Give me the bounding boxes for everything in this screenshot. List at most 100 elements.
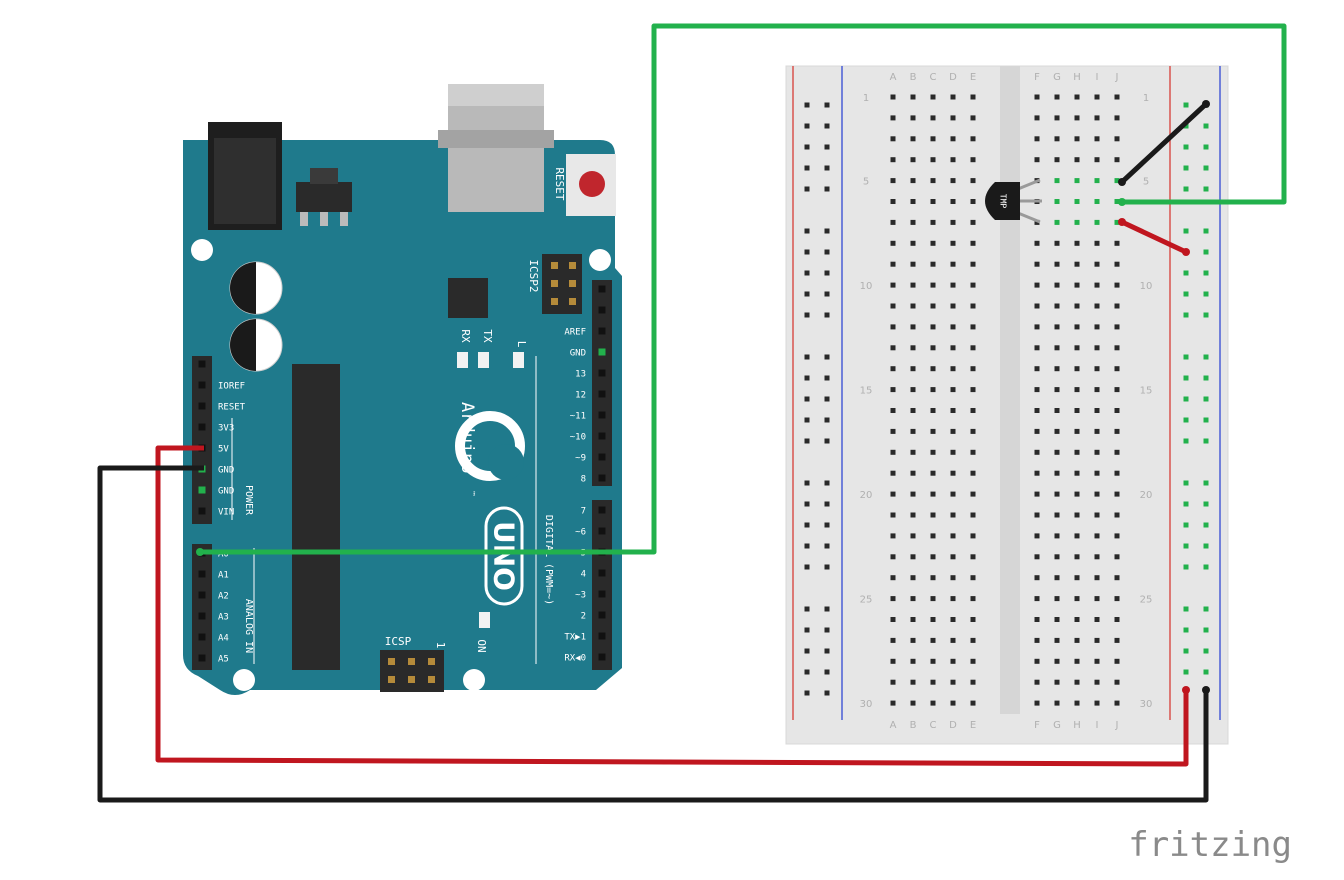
breadboard-hole xyxy=(1094,219,1100,225)
breadboard-hole xyxy=(1094,178,1100,184)
breadboard-hole xyxy=(1114,428,1120,434)
logo-left-loop-cutout xyxy=(488,444,524,480)
rail-hole xyxy=(804,690,810,696)
header-pin xyxy=(598,653,606,661)
breadboard-hole xyxy=(1094,700,1100,706)
breadboard-hole xyxy=(890,366,896,372)
breadboard-hole xyxy=(1034,637,1040,643)
column-label: J xyxy=(1115,720,1119,731)
breadboard-hole xyxy=(1114,345,1120,351)
breadboard-hole xyxy=(1054,199,1060,204)
breadboard-hole xyxy=(950,115,956,121)
breadboard-hole xyxy=(1074,470,1080,476)
rail-hole xyxy=(1203,501,1209,507)
header-pin xyxy=(598,474,606,482)
rail-hole xyxy=(804,480,810,486)
header-pin xyxy=(551,298,558,305)
breadboard-hole xyxy=(1074,240,1080,246)
breadboard-hole xyxy=(1054,428,1060,434)
breadboard-hole xyxy=(930,240,936,246)
breadboard-hole xyxy=(970,512,976,518)
rail-hole xyxy=(1203,249,1209,255)
rail-hole xyxy=(1183,522,1189,528)
breadboard-hole xyxy=(890,554,896,560)
regulator-leg xyxy=(300,212,308,226)
breadboard-hole xyxy=(1054,491,1060,497)
breadboard-hole xyxy=(890,408,896,413)
pin-label: 5V xyxy=(218,445,229,455)
rail-hole xyxy=(824,144,830,150)
breadboard-hole xyxy=(890,282,896,288)
rail-hole xyxy=(804,354,810,360)
column-label: B xyxy=(910,72,917,83)
column-label: I xyxy=(1096,72,1099,83)
rail-hole xyxy=(1183,606,1189,612)
header-pin xyxy=(598,569,606,577)
breadboard-hole xyxy=(950,408,956,413)
uno-badge xyxy=(484,506,524,606)
column-label: E xyxy=(970,72,976,83)
breadboard-hole xyxy=(930,115,936,121)
rail-hole xyxy=(1183,564,1189,570)
arduino-uno-board: RESET ICSP2 RX TX L Arduino ™ UNO ON xyxy=(183,84,622,695)
breadboard-hole xyxy=(930,199,936,204)
breadboard-hole xyxy=(1094,387,1100,393)
pin-label: GND xyxy=(218,487,234,497)
breadboard-hole xyxy=(890,157,896,163)
on-led xyxy=(479,612,490,628)
breadboard-hole xyxy=(1074,178,1080,184)
breadboard-hole xyxy=(1034,157,1040,163)
breadboard-hole xyxy=(1114,575,1120,581)
breadboard-hole xyxy=(910,637,916,643)
breadboard-hole xyxy=(1034,700,1040,706)
breadboard-hole xyxy=(950,387,956,393)
breadboard-hole xyxy=(910,199,916,204)
breadboard-hole xyxy=(970,345,976,351)
pin-label: ~9 xyxy=(575,454,586,464)
breadboard-hole xyxy=(890,115,896,121)
rail-hole xyxy=(1183,186,1189,192)
rail-hole xyxy=(804,606,810,612)
breadboard-hole xyxy=(1034,387,1040,393)
breadboard-hole xyxy=(1074,387,1080,393)
wire-endpoint xyxy=(196,548,204,556)
rail-hole xyxy=(1183,417,1189,423)
breadboard-hole xyxy=(1074,637,1080,643)
arduino-logo: Arduino ™ xyxy=(455,402,525,497)
breadboard-hole xyxy=(1114,408,1120,413)
breadboard-hole xyxy=(890,658,896,664)
rail-hole xyxy=(1203,438,1209,444)
breadboard-hole xyxy=(1074,617,1080,622)
breadboard-hole xyxy=(950,700,956,706)
rail-hole xyxy=(1203,270,1209,276)
breadboard-hole xyxy=(1074,157,1080,163)
breadboard-hole xyxy=(1074,533,1080,539)
rail-hole xyxy=(804,186,810,192)
breadboard-hole xyxy=(1074,261,1080,267)
power-jack-inner xyxy=(214,138,276,224)
breadboard-hole xyxy=(930,282,936,288)
breadboard-hole xyxy=(910,658,916,664)
rail-hole xyxy=(1183,354,1189,360)
breadboard-hole xyxy=(970,408,976,413)
row-number: 1 xyxy=(863,93,869,104)
breadboard-hole xyxy=(1034,261,1040,267)
rx-label: RX xyxy=(459,329,472,343)
breadboard-hole xyxy=(950,240,956,246)
icsp2-pins xyxy=(551,262,576,305)
wire-endpoint xyxy=(1118,178,1126,186)
breadboard-hole xyxy=(930,575,936,581)
breadboard-hole xyxy=(1074,554,1080,560)
breadboard-hole xyxy=(1094,512,1100,518)
breadboard-hole xyxy=(1074,449,1080,455)
rail-hole xyxy=(804,102,810,108)
breadboard-hole xyxy=(970,282,976,288)
green-signal-wire xyxy=(200,23,1287,555)
breadboard-hole xyxy=(970,658,976,664)
breadboard-hole xyxy=(1034,575,1040,581)
breadboard-hole xyxy=(1054,366,1060,372)
rail-hole xyxy=(824,438,830,444)
header-pin xyxy=(598,632,606,640)
rail-hole xyxy=(804,375,810,381)
rail-hole xyxy=(824,606,830,612)
